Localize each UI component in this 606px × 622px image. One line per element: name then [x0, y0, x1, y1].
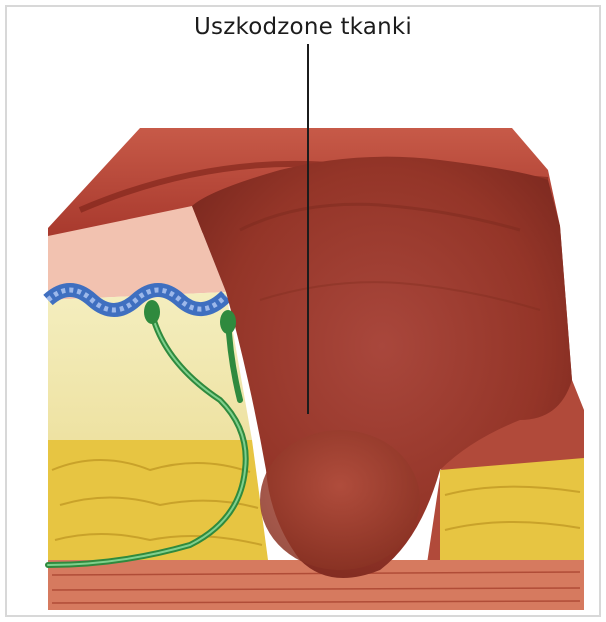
nerve-ending-left — [144, 300, 160, 324]
fat-lobules-right — [440, 458, 584, 560]
damaged-tissue-label: Uszkodzone tkanki — [0, 14, 606, 40]
wound-base-bulb — [260, 430, 420, 570]
nerve-ending-right — [220, 310, 236, 334]
